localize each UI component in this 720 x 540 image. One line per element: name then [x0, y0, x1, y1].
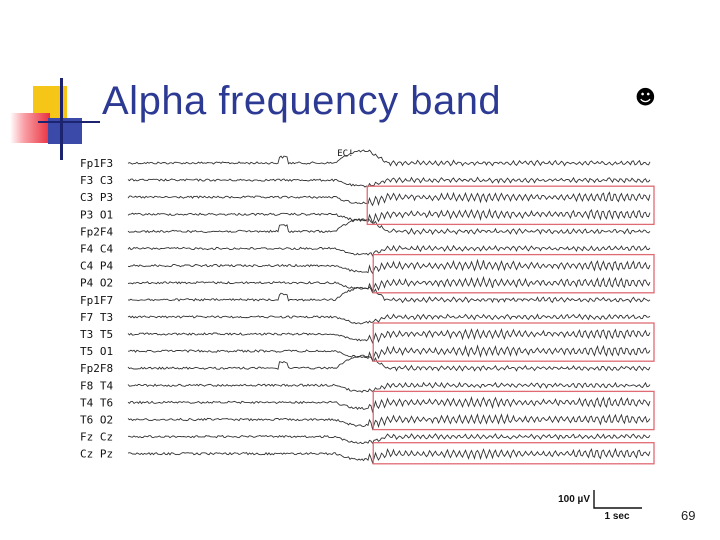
decor-red-square [10, 113, 50, 143]
channel-label: T4 T6 [80, 396, 113, 409]
channel-label: T3 T5 [80, 328, 113, 341]
alpha-highlight-box [372, 253, 655, 294]
eeg-trace [127, 313, 651, 325]
eeg-trace [127, 381, 651, 393]
channel-label: F8 T4 [80, 379, 113, 392]
eeg-trace [127, 149, 651, 167]
event-marker: EC! [337, 149, 353, 159]
alpha-highlight-box [372, 322, 655, 362]
decor-horizontal-line [38, 121, 100, 123]
eeg-trace [127, 396, 651, 414]
scale-bar [593, 490, 642, 509]
eeg-trace [127, 244, 651, 257]
channel-label: T6 O2 [80, 414, 113, 427]
eeg-trace [127, 344, 651, 363]
page-number: 69 [681, 508, 696, 523]
channel-label: Fp2F8 [80, 362, 113, 375]
channel-label: T5 O1 [80, 345, 113, 358]
channel-label: F7 T3 [80, 311, 113, 324]
slide-title: Alpha frequency band [102, 79, 502, 123]
eeg-trace [127, 218, 651, 236]
eeg-trace [127, 258, 651, 275]
channel-label: P4 O2 [80, 277, 113, 290]
channel-label: Fp1F7 [80, 294, 113, 307]
alpha-highlight-box [372, 442, 655, 465]
eeg-trace [127, 447, 651, 465]
eeg-trace [127, 176, 651, 188]
scale-amplitude-label: 100 µV [558, 494, 590, 505]
channel-label: F3 C3 [80, 174, 113, 187]
eeg-trace [127, 208, 651, 225]
eeg-trace [127, 286, 651, 304]
smiley-icon: ☻ [635, 85, 656, 109]
channel-label: C3 P3 [80, 191, 113, 204]
alpha-highlight-box [366, 185, 655, 226]
channel-label: Fp2F4 [80, 225, 113, 238]
eeg-trace [127, 191, 651, 207]
decor-vertical-line [60, 78, 63, 160]
channel-label: P3 O1 [80, 208, 113, 221]
channel-label: Fz Cz [80, 431, 113, 444]
eeg-trace [127, 354, 651, 372]
channel-label: Cz Pz [80, 448, 113, 461]
alpha-highlight-box [372, 390, 655, 431]
eeg-trace [127, 413, 651, 431]
channel-label: F4 C4 [80, 243, 113, 256]
channel-label: C4 P4 [80, 260, 113, 273]
eeg-recording: Fp1F3 F3 C3 C3 P3 P3 O1 Fp2F4 F4 C4 C4 P4 P4 O2… [80, 149, 655, 522]
eeg-trace [128, 433, 651, 445]
eeg-trace [127, 327, 651, 344]
channel-label: Fp1F3 [80, 157, 113, 170]
scale-time-label: 1 sec [604, 511, 629, 522]
eeg-trace [127, 275, 651, 292]
